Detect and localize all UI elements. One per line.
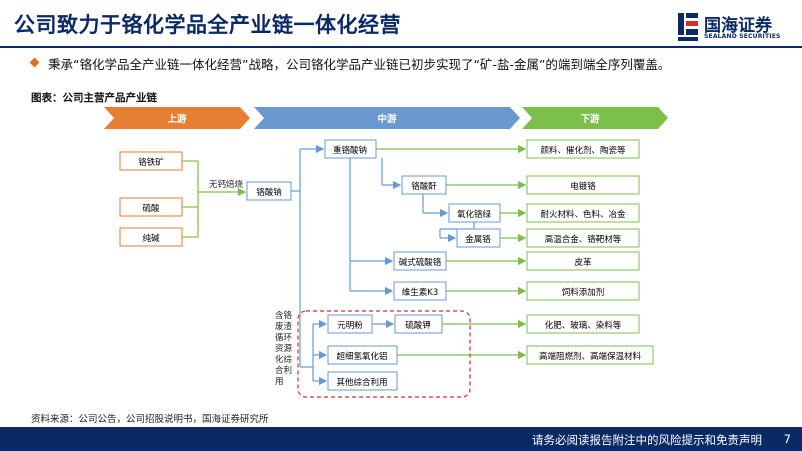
midstream-chromic-anhydride: 铬酸酐 [401, 175, 447, 195]
svg-text:元明粉: 元明粉 [337, 320, 363, 331]
downstream-superalloys-targets: 高温合金、铬靶材等 [526, 228, 640, 248]
source-note: 资料来源：公司公告，公司招股说明书，国海证券研究所 [31, 414, 269, 425]
waste-recycling-group [297, 310, 471, 398]
stage-upstream-label: 上游 [167, 113, 187, 125]
downstream-leather: 皮革 [526, 251, 640, 271]
svg-text:氧化铬绿: 氧化铬绿 [457, 209, 492, 220]
midstream-basic-chromium-sulfate: 碱式硫酸铬 [393, 251, 447, 271]
downstream-chrome-plating: 电镀铬 [526, 175, 640, 195]
logo-name-en: SEALAND SECURITIES [704, 33, 781, 40]
svg-text:电镀铬: 电镀铬 [570, 181, 596, 192]
svg-text:重铬酸钠: 重铬酸钠 [333, 145, 367, 156]
stage-downstream: 下游 [522, 107, 668, 129]
raw-material-sulfuric-acid: 硫酸 [119, 197, 183, 217]
waste-product-ultrafine-aluminum-hydroxide: 超细氢氧化铝 [327, 345, 398, 365]
midstream-chromium-oxide-green: 氧化铬绿 [448, 203, 501, 223]
midstream-vitamin-k3: 维生素K3 [393, 281, 447, 301]
footer-bar [0, 427, 802, 451]
svg-text:纯碱: 纯碱 [142, 233, 160, 244]
waste-product-potassium-sulfate: 硫酸钾 [394, 314, 443, 334]
svg-text:铬铁矿: 铬铁矿 [138, 157, 164, 168]
svg-text:金属铬: 金属铬 [465, 234, 491, 245]
downstream-flame-retardants-insulation: 高端阻燃剂、高端保温材料 [526, 345, 654, 365]
raw-material-soda-ash: 纯碱 [119, 227, 183, 247]
svg-text:耐火材料、色料、冶金: 耐火材料、色料、冶金 [540, 209, 626, 220]
svg-text:铬酸钠: 铬酸钠 [256, 187, 282, 198]
svg-text:碱式硫酸铬: 碱式硫酸铬 [399, 257, 442, 268]
header-divider [0, 46, 802, 48]
stage-downstream-label: 下游 [580, 113, 600, 125]
svg-text:饲料添加剂: 饲料添加剂 [562, 287, 605, 298]
svg-text:硫酸钾: 硫酸钾 [405, 320, 431, 331]
waste-product-sodium-sulfate: 元明粉 [327, 314, 373, 334]
footer-disclaimer: 请务必阅读报告附注中的风险提示和免责声明 [532, 433, 762, 447]
figure-caption: 图表：公司主营产品产业链 [31, 92, 157, 104]
midstream-chromium-metal: 金属铬 [456, 228, 501, 248]
stage-midstream: 中游 [254, 107, 520, 129]
downstream-connectors [376, 144, 527, 360]
downstream-feed-additives: 饲料添加剂 [526, 281, 640, 301]
downstream-refractory-colorants-metallurgy: 耐火材料、色料、冶金 [526, 203, 640, 223]
stage-midstream-label: 中游 [377, 113, 397, 125]
downstream-pigments-catalysts-ceramics: 颜料、催化剂、陶瓷等 [526, 139, 640, 159]
svg-text:颜料、催化剂、陶瓷等: 颜料、催化剂、陶瓷等 [540, 145, 626, 156]
svg-text:其他综合利用: 其他综合利用 [336, 377, 387, 388]
summary-text: 秉承“铬化学品全产业链一体化经营”战略，公司铬化学品产业链已初步实现了“矿-盐-… [48, 57, 671, 72]
core-product-sodium-chromate: 铬酸钠 [246, 181, 292, 201]
page-title: 公司致力于铬化学品全产业链一体化经营 [14, 13, 401, 37]
logo-mark-icon [678, 13, 698, 41]
process-label: 无钙焙烧 [209, 179, 244, 190]
svg-text:硫酸: 硫酸 [142, 203, 160, 214]
downstream-fertilizer-glass-dyes: 化肥、玻璃、染料等 [526, 314, 640, 334]
raw-material-chromite: 铬铁矿 [119, 151, 183, 171]
brand-logo: 国海证券 SEALAND SECURITIES [676, 10, 794, 46]
svg-text:化肥、玻璃、染料等: 化肥、玻璃、染料等 [545, 320, 622, 331]
svg-text:维生素K3: 维生素K3 [402, 287, 438, 298]
raw-material-connectors [182, 160, 247, 238]
svg-text:铬酸酐: 铬酸酐 [411, 181, 437, 192]
svg-text:皮革: 皮革 [574, 257, 592, 268]
svg-text:高端阻燃剂、高端保温材料: 高端阻燃剂、高端保温材料 [539, 351, 642, 362]
logo-name-cn: 国海证券 [704, 16, 772, 36]
diamond-bullet-icon [29, 57, 40, 68]
midstream-sodium-dichromate: 重铬酸钠 [324, 139, 377, 159]
stage-upstream: 上游 [104, 107, 250, 129]
midstream-connectors [291, 144, 475, 386]
svg-text:高温合金、铬靶材等: 高温合金、铬靶材等 [545, 234, 622, 245]
industry-chain-diagram: 上游 中游 下游 无钙焙烧 铬铁矿 硫酸 纯碱 铬酸钠 [104, 107, 668, 398]
svg-text:超细氢氧化铝: 超细氢氧化铝 [336, 351, 387, 362]
page-number: 7 [783, 432, 791, 446]
waste-product-other-utilization: 其他综合利用 [327, 371, 398, 391]
waste-recycling-label: 含铬 废渣 循环 资源 化综 合利 用 [275, 310, 295, 387]
